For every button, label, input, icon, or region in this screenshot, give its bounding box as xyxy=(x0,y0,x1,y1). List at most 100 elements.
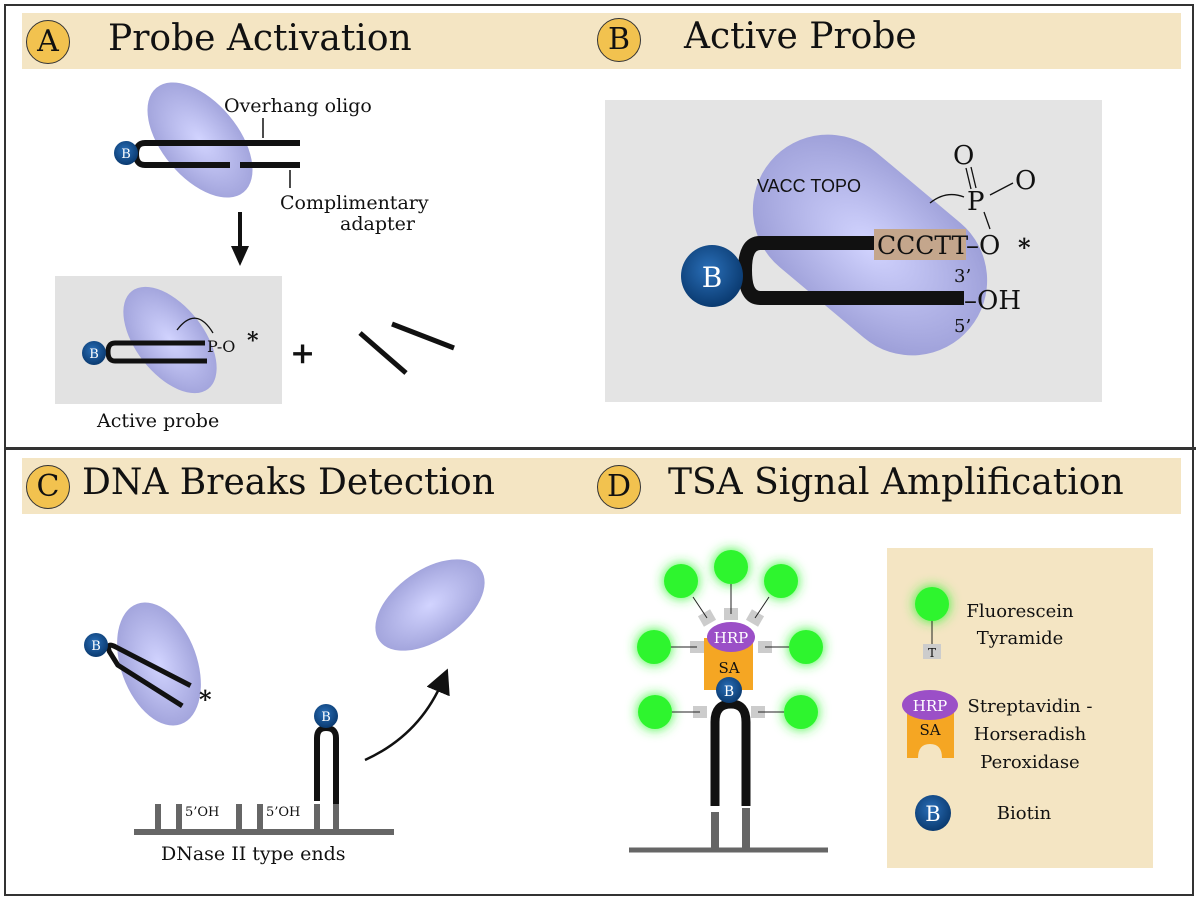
label-star: * xyxy=(199,685,212,714)
biotin-legend-label: B xyxy=(925,802,940,826)
adapter-label-line2: adapter xyxy=(340,213,416,235)
panel-d-banner xyxy=(597,458,1181,514)
hrp-legend-label: HRP xyxy=(913,697,947,715)
topoisomerase-enzyme-small xyxy=(123,286,217,394)
biotin-icon xyxy=(681,245,743,307)
dna-stub xyxy=(742,808,750,850)
phospho-bond-arc xyxy=(176,317,214,334)
biotin-icon xyxy=(716,677,742,703)
enzyme-bond-arc xyxy=(929,193,965,204)
tyramide-linkers xyxy=(671,584,789,718)
fluorescein-dot xyxy=(789,630,823,664)
release-arrow xyxy=(364,668,450,762)
adapter-label-line1: Complimentary xyxy=(280,192,429,214)
figure-frame xyxy=(4,4,1194,896)
legend-strep-line3: Peroxidase xyxy=(980,752,1079,773)
active-probe-caption: Active probe xyxy=(96,410,219,432)
dna-end-stub xyxy=(333,804,339,832)
legend-biotin-text: Biotin xyxy=(997,803,1052,824)
dnase-caption: DNase II type ends xyxy=(161,843,345,865)
fluorescein-tyramide-cluster xyxy=(637,550,823,729)
phosphate-label: P-O xyxy=(207,337,235,356)
dna-end-stub xyxy=(236,804,242,832)
fluorescein-dot xyxy=(714,550,748,584)
panel-c-badge: C xyxy=(26,465,70,509)
label-star: * xyxy=(247,328,259,354)
panel-b-badge: B xyxy=(597,18,641,62)
legend-fluorescein-line2: Tyramide xyxy=(977,628,1064,649)
panel-c-diagram: B * 5’OH 5’OH B DNase II type ends xyxy=(84,559,485,865)
legend-fluorescein-line1: Fluorescein xyxy=(966,601,1074,622)
topoisomerase-enzyme xyxy=(117,602,201,726)
released-oligo-2 xyxy=(391,321,455,351)
bridging-oxygen-label: –O xyxy=(966,231,1000,261)
biotin-icon xyxy=(114,141,138,165)
biotin-label: B xyxy=(89,347,99,362)
fluorescein-dot xyxy=(764,564,798,598)
dna-end-stub xyxy=(257,804,263,832)
dna-end-stub xyxy=(155,804,161,832)
sequence-label: CCCTT xyxy=(877,231,969,260)
tyramide-legend-icon xyxy=(923,644,941,659)
fluorescein-dot xyxy=(664,564,698,598)
bound-probe-hairpin xyxy=(106,642,192,709)
legend-strep-line1: Streptavidin - xyxy=(968,696,1093,717)
sequence-box xyxy=(874,229,966,260)
panel-c-title: DNA Breaks Detection xyxy=(82,462,495,503)
panel-d-diagram: SA HRP B xyxy=(629,548,1153,868)
five-prime-oh-label-1: 5’OH xyxy=(185,805,219,820)
double-bond-2 xyxy=(970,166,977,189)
released-oligo-1 xyxy=(358,331,408,375)
ligated-probe-hairpin xyxy=(314,724,339,804)
five-prime-label: 5’ xyxy=(954,316,971,337)
biotin-icon xyxy=(314,704,338,728)
panel-a-banner xyxy=(22,13,597,69)
dna-end-stub xyxy=(176,804,182,832)
panel-d-badge: D xyxy=(597,465,641,509)
single-bond-right xyxy=(989,182,1014,196)
biotin-legend-icon xyxy=(915,795,951,831)
fluorescein-dot xyxy=(637,630,671,664)
single-bond-down xyxy=(983,211,991,230)
hrp-enzyme xyxy=(707,622,755,652)
fluorescein-legend-icon xyxy=(915,587,949,621)
plus-sign: + xyxy=(290,336,315,371)
biotin-icon xyxy=(84,633,108,657)
legend-strep-line2: Horseradish xyxy=(974,724,1087,745)
vacc-topo-label: VACC TOPO xyxy=(757,176,861,196)
panel-b-title: Active Probe xyxy=(684,16,917,57)
hydroxyl-label: –OH xyxy=(964,286,1021,316)
panel-c-banner xyxy=(22,458,597,514)
panel-a-title: Probe Activation xyxy=(108,18,412,59)
double-bond-1 xyxy=(965,167,972,190)
sa-label: SA xyxy=(718,659,739,677)
biotin-label: B xyxy=(91,639,101,654)
biotin-label: B xyxy=(321,710,331,725)
fluorescein-dot xyxy=(638,695,672,729)
biotin-label: B xyxy=(702,261,723,294)
overhang-oligo-label: Overhang oligo xyxy=(224,95,372,117)
fluorescein-dot xyxy=(784,695,818,729)
row-divider xyxy=(4,447,1196,450)
biotin-label: B xyxy=(121,147,131,162)
tyramide-legend-label: T xyxy=(928,646,936,660)
label-star: * xyxy=(1018,233,1031,262)
biotin-icon xyxy=(82,341,106,365)
sa-legend-label: SA xyxy=(919,721,940,739)
oxygen-top-label: O xyxy=(953,141,974,171)
phosphorus-label: P xyxy=(967,187,985,217)
three-prime-label: 3’ xyxy=(954,266,971,287)
biotin-label: B xyxy=(724,684,734,700)
probe-hairpin xyxy=(737,236,964,305)
released-enzyme xyxy=(375,559,485,651)
hrp-label: HRP xyxy=(714,629,748,647)
active-probe-hairpin xyxy=(105,340,207,364)
dna-stub xyxy=(711,812,719,850)
five-prime-oh-label-2: 5’OH xyxy=(266,805,300,820)
panel-d-title: TSA Signal Amplification xyxy=(668,462,1124,503)
down-arrow-head xyxy=(231,246,249,266)
panel-b-banner xyxy=(597,13,1181,69)
dna-end-stub xyxy=(314,804,320,832)
hrp-legend-icon xyxy=(902,690,958,720)
